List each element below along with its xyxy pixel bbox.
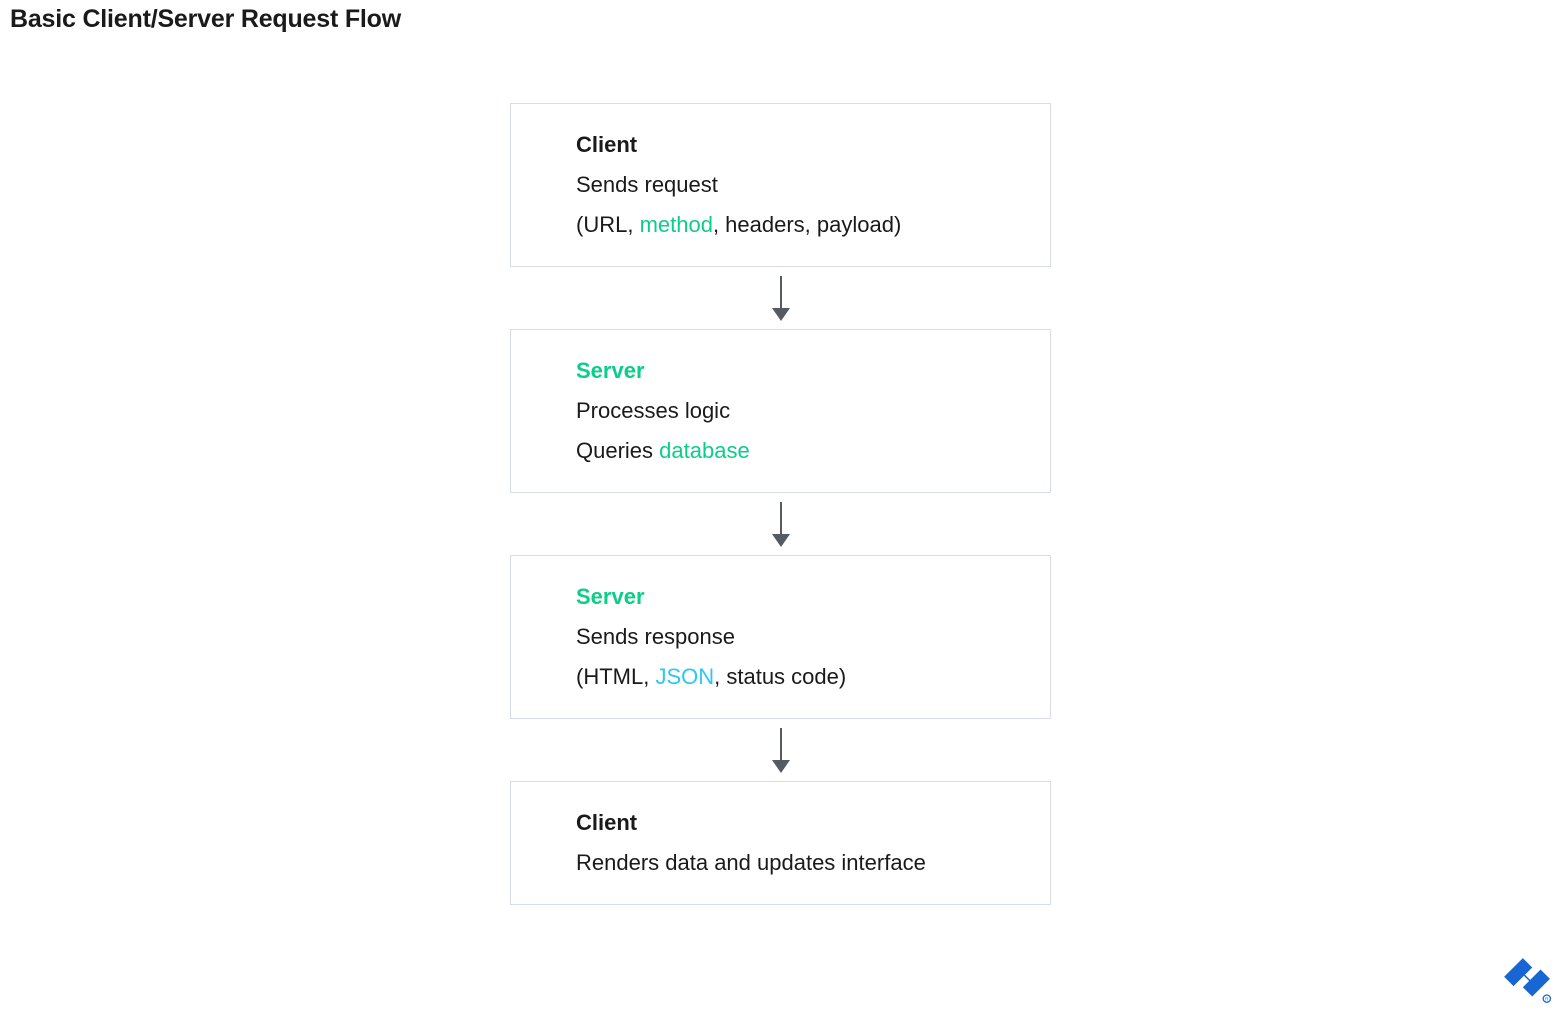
text-segment: Processes logic: [576, 398, 731, 423]
connector-line: [779, 502, 782, 536]
flow-connector-arrow-2: [510, 493, 1051, 555]
flow-node-title: Server: [576, 358, 645, 383]
text-segment: Renders data and updates interface: [576, 850, 926, 875]
flow-node-line: Processes logic: [576, 391, 1026, 431]
toptal-logo-icon: R: [1504, 958, 1552, 1003]
connector-line: [779, 276, 782, 310]
text-segment: (URL,: [576, 212, 640, 237]
arrow-head-icon: [771, 308, 790, 321]
flow-connector-arrow-1: [510, 267, 1051, 329]
text-segment: method: [639, 212, 713, 237]
flow-connector-arrow-3: [510, 719, 1051, 781]
arrow-head-icon: [771, 760, 790, 773]
flow-node-line: (HTML, JSON, status code): [576, 657, 1026, 697]
flow-node-title: Client: [576, 810, 638, 835]
text-segment: Sends response: [576, 624, 735, 649]
text-segment: Sends request: [576, 172, 718, 197]
text-segment: , status code): [714, 664, 847, 689]
connector-line: [779, 728, 782, 762]
text-segment: , headers, payload): [712, 212, 902, 237]
flow-node-line: (URL, method, headers, payload): [576, 205, 1026, 245]
arrow-head-icon: [771, 534, 790, 547]
text-segment: database: [659, 438, 750, 463]
page-title: Basic Client/Server Request Flow: [10, 5, 401, 33]
flow-node-line: Renders data and updates interface: [576, 843, 1026, 883]
text-segment: Queries: [576, 438, 660, 463]
svg-text:R: R: [1545, 997, 1549, 1002]
flow-node-title: Client: [576, 132, 638, 157]
flow-node-title: Server: [576, 584, 645, 609]
text-segment: JSON: [655, 664, 715, 689]
flow-node-line: Sends response: [576, 617, 1026, 657]
text-segment: (HTML,: [576, 664, 656, 689]
flow-node-line: Sends request: [576, 165, 1026, 205]
flow-node-line: Queries database: [576, 431, 1026, 471]
